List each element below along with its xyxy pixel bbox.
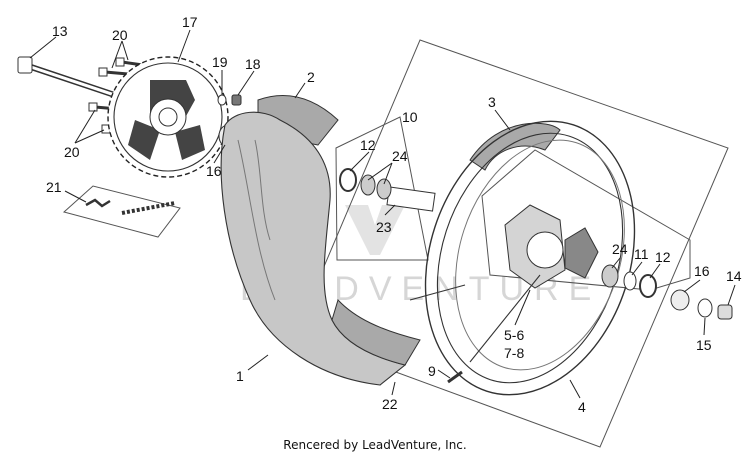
callout-19: 19 bbox=[212, 54, 228, 70]
callout-3: 3 bbox=[488, 94, 496, 110]
tyre bbox=[220, 95, 421, 386]
spacer-and-bearings bbox=[339, 168, 657, 298]
callout-17: 17 bbox=[182, 14, 198, 30]
callout-7-8: 7-8 bbox=[504, 345, 524, 361]
callout-11: 11 bbox=[634, 246, 649, 262]
axle-nut-hardware bbox=[670, 289, 733, 320]
rim-tape bbox=[469, 122, 561, 171]
callout-labels: 13 20 17 19 18 20 16 21 2 12 10 24 3 23 … bbox=[46, 14, 742, 415]
callout-16-right: 16 bbox=[694, 263, 710, 279]
callout-13: 13 bbox=[52, 23, 68, 39]
callout-16-left: 16 bbox=[206, 163, 222, 179]
callout-10: 10 bbox=[402, 109, 418, 125]
callout-1: 1 bbox=[236, 368, 244, 384]
callout-21: 21 bbox=[46, 179, 62, 195]
callout-14: 14 bbox=[726, 268, 742, 284]
footer-credit: Rencered by LeadVenture, Inc. bbox=[283, 438, 467, 452]
valve bbox=[447, 370, 463, 384]
callout-12-right: 12 bbox=[655, 249, 671, 265]
callout-15: 15 bbox=[696, 337, 712, 353]
callout-4: 4 bbox=[578, 399, 586, 415]
rear-sprocket bbox=[107, 56, 229, 178]
spokes bbox=[409, 274, 541, 363]
callout-23: 23 bbox=[376, 219, 392, 235]
wheel-hub bbox=[504, 204, 599, 289]
callout-24-left: 24 bbox=[392, 148, 408, 164]
callout-18: 18 bbox=[245, 56, 261, 72]
drive-chain bbox=[85, 198, 176, 215]
leader-lines bbox=[29, 29, 736, 399]
assembly-frame bbox=[62, 39, 729, 448]
callout-2: 2 bbox=[307, 69, 315, 85]
callout-22: 22 bbox=[382, 396, 398, 412]
callout-24-right: 24 bbox=[612, 241, 628, 257]
callout-9: 9 bbox=[428, 363, 436, 379]
callout-20-top: 20 bbox=[112, 27, 128, 43]
callout-20-bottom: 20 bbox=[64, 144, 80, 160]
callout-5-6: 5-6 bbox=[504, 327, 524, 343]
callout-12-left: 12 bbox=[360, 137, 376, 153]
